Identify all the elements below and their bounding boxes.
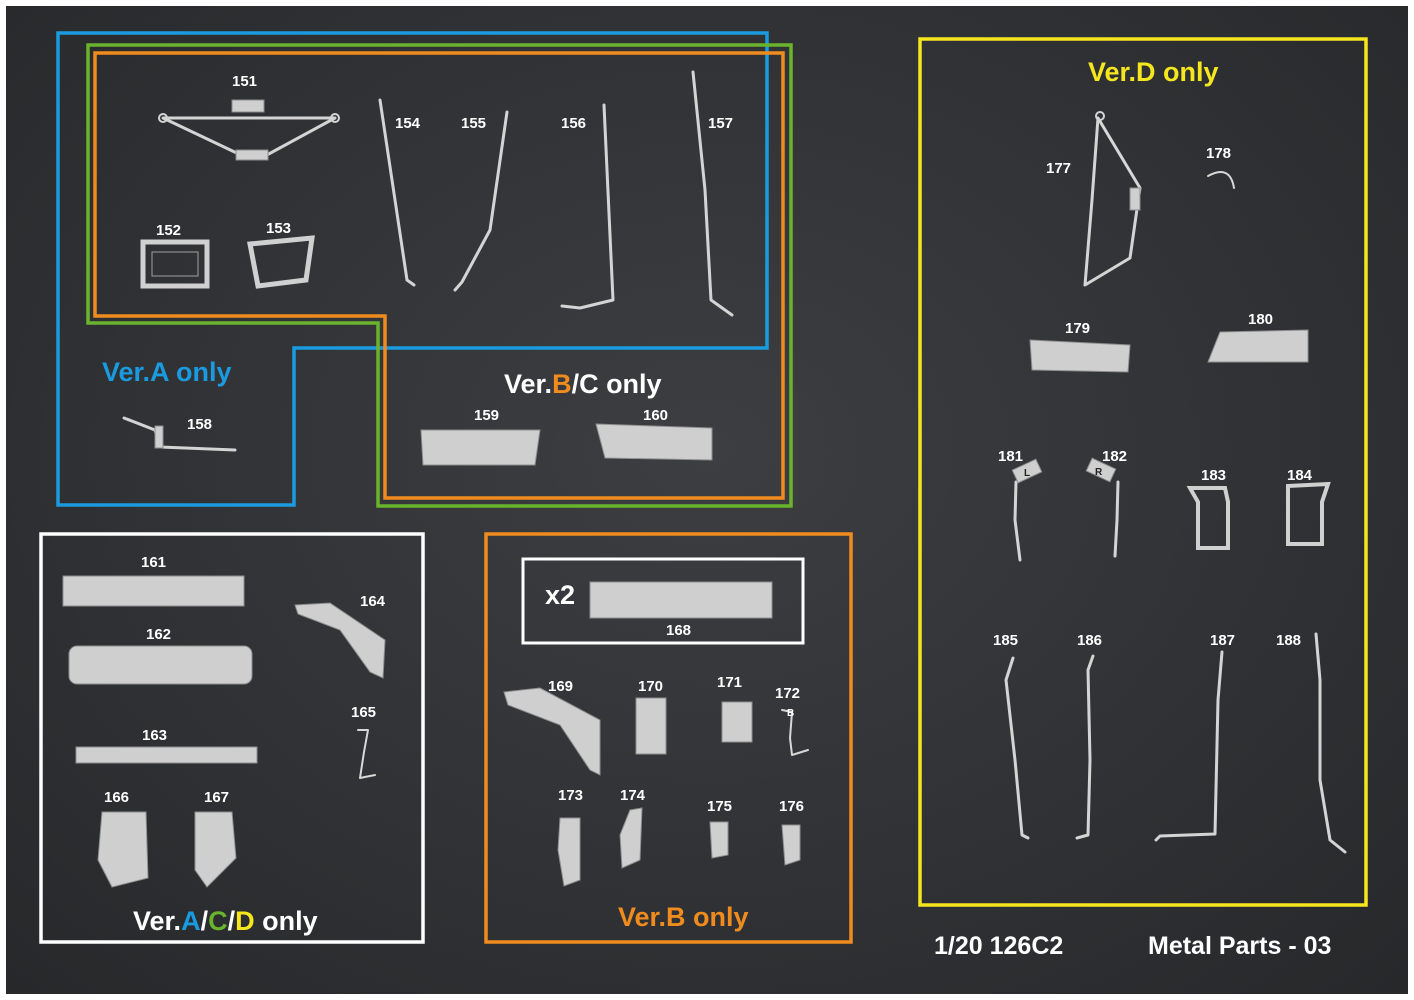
part-187-label: 187	[1210, 632, 1235, 649]
part-184-shape	[1286, 481, 1331, 546]
part-188-label: 188	[1276, 632, 1301, 649]
part-161-label: 161	[141, 554, 166, 571]
part-151-shape	[158, 99, 340, 161]
multiplier-x2: x2	[545, 580, 575, 610]
part-176-shape	[781, 824, 801, 866]
part-182-shape	[1113, 480, 1120, 558]
part-188-shape	[1314, 632, 1347, 854]
part-153-label: 153	[266, 220, 291, 237]
part-155-label: 155	[461, 115, 486, 132]
ver-bc-only-title: Ver.B/C only	[504, 369, 662, 399]
part-162-shape	[68, 645, 253, 685]
part-174-shape	[619, 807, 643, 869]
part-180-label: 180	[1248, 311, 1273, 328]
part-168-label: 168	[666, 622, 691, 639]
part-185-label: 185	[993, 632, 1018, 649]
ver-a-only-title: Ver.A only	[102, 357, 232, 387]
part-165-shape	[357, 729, 376, 779]
ver-b-only-frame	[484, 532, 853, 944]
ver-acd-frame	[39, 532, 425, 944]
part-156-label: 156	[561, 115, 586, 132]
part-166-label: 166	[104, 789, 129, 806]
part-181-label: 181	[998, 448, 1023, 465]
part-160-label: 160	[643, 407, 668, 424]
part-156-shape	[560, 103, 615, 310]
ver-a-frame	[56, 31, 769, 507]
part-180-shape	[1207, 329, 1309, 363]
part-171-label: 171	[717, 674, 742, 691]
part-158-label: 158	[187, 416, 212, 433]
part-177-label: 177	[1046, 160, 1071, 177]
part-169-shape	[503, 687, 601, 776]
part-161-shape	[62, 575, 245, 607]
part-182-label: 182	[1102, 448, 1127, 465]
part-155-shape	[453, 110, 509, 292]
part-165-label: 165	[351, 704, 376, 721]
part-153-shape	[247, 235, 315, 289]
part-177-shape	[1083, 111, 1142, 287]
part-151-label: 151	[232, 73, 257, 90]
part-159-label: 159	[474, 407, 499, 424]
part-168-shape	[589, 581, 773, 619]
part-163-label: 163	[142, 727, 167, 744]
part-175-label: 175	[707, 798, 732, 815]
part-160-shape	[595, 423, 713, 461]
ver-d-only-title: Ver.D only	[1088, 57, 1219, 87]
part-166-shape	[97, 811, 149, 888]
part-164-shape	[294, 602, 386, 679]
part-169-label: 169	[548, 678, 573, 695]
part-178-label: 178	[1206, 145, 1231, 162]
part-157-shape	[691, 70, 734, 317]
part-154-shape	[378, 98, 416, 287]
part-159-shape	[420, 429, 541, 466]
part-173-label: 173	[558, 787, 583, 804]
part-164-label: 164	[360, 593, 386, 610]
part-152-shape	[140, 239, 210, 289]
part-186-label: 186	[1077, 632, 1102, 649]
mark-right: R	[1095, 467, 1103, 478]
ver-b-only-title: Ver.B only	[618, 902, 749, 932]
part-167-label: 167	[204, 789, 229, 806]
part-183-label: 183	[1201, 467, 1226, 484]
part-170-label: 170	[638, 678, 663, 695]
photo-etch-sheet	[6, 6, 1408, 994]
part-172-shape	[781, 709, 809, 756]
part-152-label: 152	[156, 222, 181, 239]
part-179-label: 179	[1065, 320, 1090, 337]
ver-c-frame	[86, 43, 793, 508]
mark-left: L	[1024, 468, 1030, 479]
part-181-tab	[1011, 458, 1043, 484]
part-174-label: 174	[620, 787, 646, 804]
footer-title: Metal Parts - 03	[1148, 932, 1331, 960]
part-168-frame	[521, 557, 805, 645]
part-187-shape	[1154, 650, 1224, 842]
part-162-label: 162	[146, 626, 171, 643]
part-173-shape	[557, 817, 581, 887]
part-186-shape	[1075, 654, 1095, 840]
part-167-shape	[194, 811, 237, 888]
ver-acd-only-title: Ver.A/C/D only	[133, 906, 318, 936]
ver-b-frame	[93, 51, 785, 500]
part-184-label: 184	[1287, 467, 1313, 484]
part-183-shape	[1186, 486, 1230, 550]
part-154-label: 154	[395, 115, 421, 132]
part-171-shape	[721, 701, 753, 743]
part-158-shape	[122, 416, 237, 452]
part-163-shape	[75, 746, 258, 764]
part-176-label: 176	[779, 798, 804, 815]
part-175-shape	[709, 821, 729, 859]
ver-d-frame	[918, 37, 1368, 907]
part-182-tab	[1085, 457, 1117, 483]
part-172-label: 172	[775, 685, 800, 702]
part-179-shape	[1029, 339, 1131, 373]
part-170-shape	[635, 697, 667, 755]
part-185-shape	[1004, 656, 1030, 840]
footer-scale: 1/20 126C2	[934, 932, 1063, 960]
part-181-shape	[1013, 480, 1022, 562]
part-178-shape	[1207, 171, 1235, 189]
part-157-label: 157	[708, 115, 733, 132]
mark-b: B	[787, 708, 794, 719]
